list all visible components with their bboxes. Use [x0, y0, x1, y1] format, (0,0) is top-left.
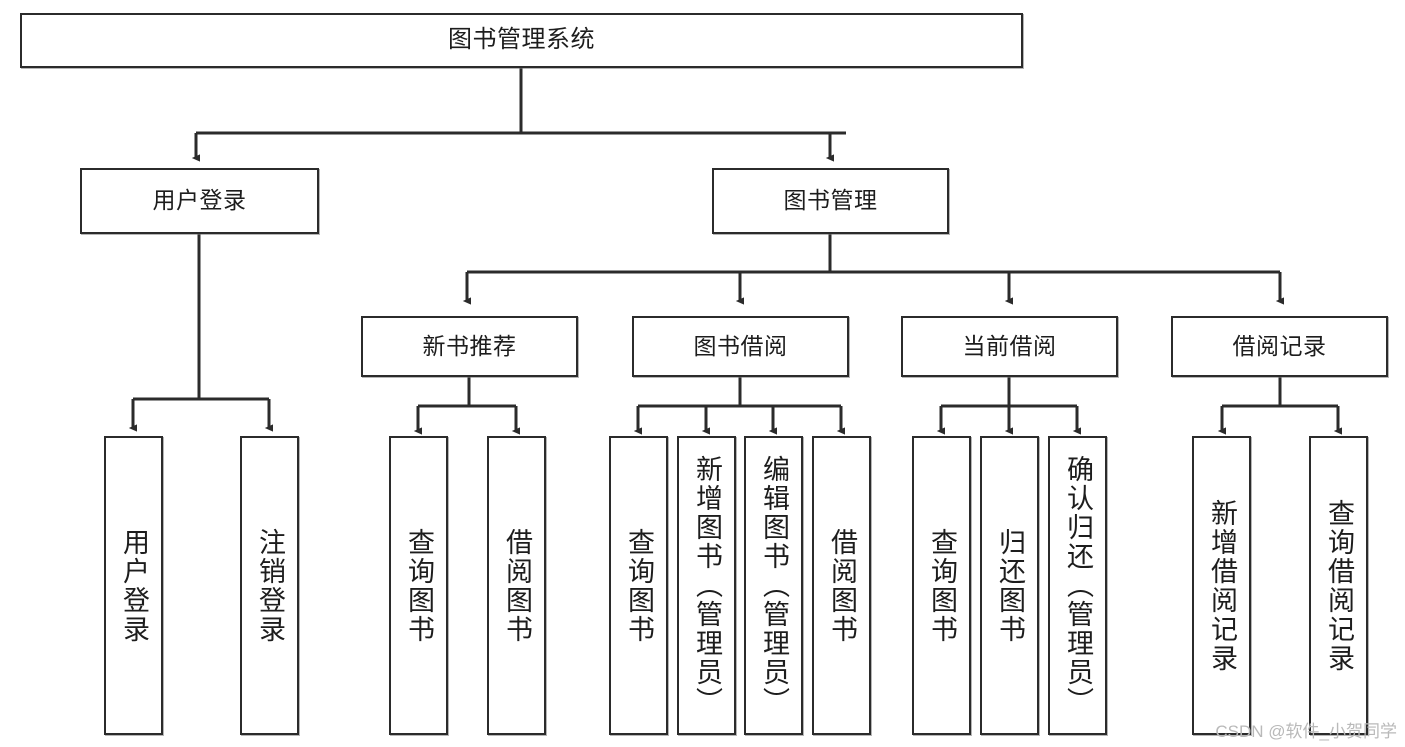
node-label: 查询图书	[927, 527, 957, 644]
leaf-borrow-book-recommend[interactable]: 借阅图书	[487, 436, 546, 735]
node-label: 归还图书	[995, 527, 1025, 644]
node-user-login[interactable]: 用户登录	[80, 168, 319, 234]
node-label: 图书管理	[783, 187, 878, 214]
node-label: 确认归还（管理员）	[1063, 455, 1093, 716]
node-label: 图书借阅	[693, 332, 788, 359]
node-label: 用户登录	[119, 527, 149, 644]
node-label: 当前借阅	[962, 332, 1057, 359]
leaf-edit-book[interactable]: 编辑图书（管理员）	[744, 436, 803, 735]
leaf-confirm-return[interactable]: 确认归还（管理员）	[1048, 436, 1107, 735]
leaf-user-login[interactable]: 用户登录	[104, 436, 163, 735]
leaf-query-book-recommend[interactable]: 查询图书	[389, 436, 448, 735]
node-label: 编辑图书（管理员）	[759, 455, 789, 716]
node-label: 图书管理系统	[448, 26, 595, 54]
node-label: 新增图书（管理员）	[692, 455, 722, 716]
node-label: 查询图书	[624, 527, 654, 644]
node-book-borrow[interactable]: 图书借阅	[632, 316, 849, 377]
node-borrow-record[interactable]: 借阅记录	[1171, 316, 1388, 377]
node-label: 查询借阅记录	[1324, 498, 1354, 673]
node-label: 查询图书	[404, 527, 434, 644]
node-label: 新增借阅记录	[1207, 498, 1237, 673]
leaf-logout[interactable]: 注销登录	[240, 436, 299, 735]
node-label: 用户登录	[152, 187, 247, 214]
node-new-book-recommend[interactable]: 新书推荐	[361, 316, 578, 377]
leaf-add-borrow-record[interactable]: 新增借阅记录	[1192, 436, 1251, 735]
watermark: CSDN @软件_小贺同学	[1215, 722, 1397, 741]
node-label: 注销登录	[255, 527, 285, 644]
node-current-borrow[interactable]: 当前借阅	[901, 316, 1118, 377]
leaf-add-book[interactable]: 新增图书（管理员）	[677, 436, 736, 735]
node-label: 新书推荐	[422, 332, 517, 359]
node-label: 借阅图书	[502, 527, 532, 644]
node-root-system[interactable]: 图书管理系统	[20, 13, 1023, 68]
node-label: 借阅记录	[1232, 332, 1327, 359]
node-book-manage[interactable]: 图书管理	[712, 168, 949, 234]
leaf-borrow-book[interactable]: 借阅图书	[812, 436, 871, 735]
leaf-query-book-borrow[interactable]: 查询图书	[609, 436, 668, 735]
node-label: 借阅图书	[827, 527, 857, 644]
leaf-return-book[interactable]: 归还图书	[980, 436, 1039, 735]
leaf-query-borrow-record[interactable]: 查询借阅记录	[1309, 436, 1368, 735]
leaf-query-book-current[interactable]: 查询图书	[912, 436, 971, 735]
